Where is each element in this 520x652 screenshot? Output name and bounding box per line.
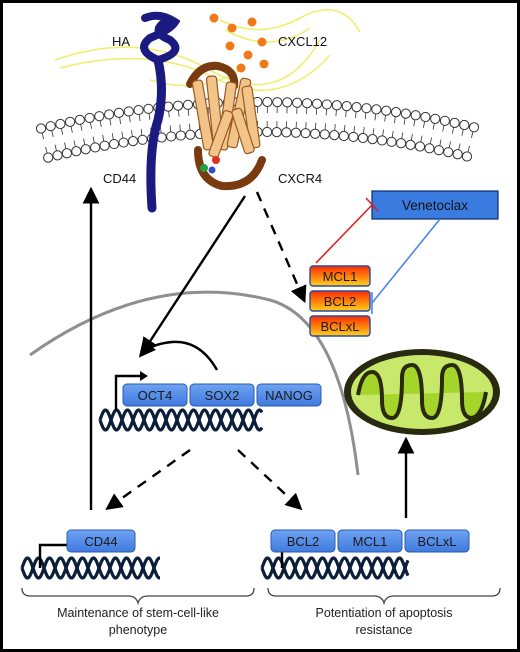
cd44-gene-box: CD44 (66, 529, 136, 553)
mitochondrion-icon (344, 349, 500, 435)
dna-cd44-gene (20, 556, 160, 580)
cxcr4-label: CXCR4 (278, 171, 322, 186)
bcl2-protein-label: BCL2 (324, 294, 357, 309)
mcl1-protein-label: MCL1 (323, 269, 358, 284)
apoptosis-gene-boxes: BCL2 MCL1 BCLxL (270, 529, 470, 553)
cxcl12-label: CXCL12 (278, 34, 327, 49)
arrow-sox2-feedback (138, 339, 219, 371)
dna-apoptosis-genes (260, 556, 410, 580)
cd44-receptor-icon (140, 11, 181, 213)
arrow-cxcr4-to-oct4 (141, 195, 247, 355)
arrow-cxcr4-to-bcl2-family (255, 191, 307, 304)
cxcr4-receptor-icon (186, 61, 266, 191)
arrows (82, 186, 415, 518)
arrow-stemness-to-cd44 (105, 449, 191, 510)
venetoclax-label: Venetoclax (402, 198, 468, 213)
bclxl-protein-box (309, 315, 371, 337)
arrow-stemness-to-apoptosis-genes (237, 449, 303, 511)
mcl1-gene-label: MCL1 (353, 534, 388, 549)
bcl2-gene-label: BCL2 (287, 534, 320, 549)
oct4-gene-label: OCT4 (138, 388, 173, 403)
bcl2-protein-box (309, 290, 371, 312)
nanog-gene-label: NANOG (265, 388, 313, 403)
sox2-gene-label: SOX2 (205, 388, 240, 403)
venetoclax-inhibits-bcl2 (371, 218, 441, 314)
ha-label: HA (112, 34, 130, 49)
caption-left-line2: phenotype (109, 623, 167, 637)
nuclear-envelope (29, 290, 360, 476)
caption-right-line2: resistance (356, 623, 413, 637)
dna-helices (20, 408, 410, 580)
caption-right-line1: Potentiation of apoptosis (316, 606, 453, 620)
section-braces (21, 587, 501, 606)
dna-stemness-genes (98, 408, 264, 432)
cd44-receptor-label: CD44 (103, 171, 136, 186)
bcl2-family-stack: MCL1 BCL2 BCLxL (309, 265, 371, 337)
cd44-gene-label: CD44 (84, 534, 117, 549)
bclxl-protein-label: BCLxL (320, 319, 359, 334)
bclxl-gene-label: BCLxL (417, 534, 456, 549)
caption-left-line1: Maintenance of stem-cell-like (57, 606, 219, 620)
venetoclax-inhibits-mcl1 (315, 197, 379, 264)
stemness-gene-boxes: OCT4 SOX2 NANOG (122, 383, 322, 407)
mcl1-protein-box (309, 265, 371, 287)
